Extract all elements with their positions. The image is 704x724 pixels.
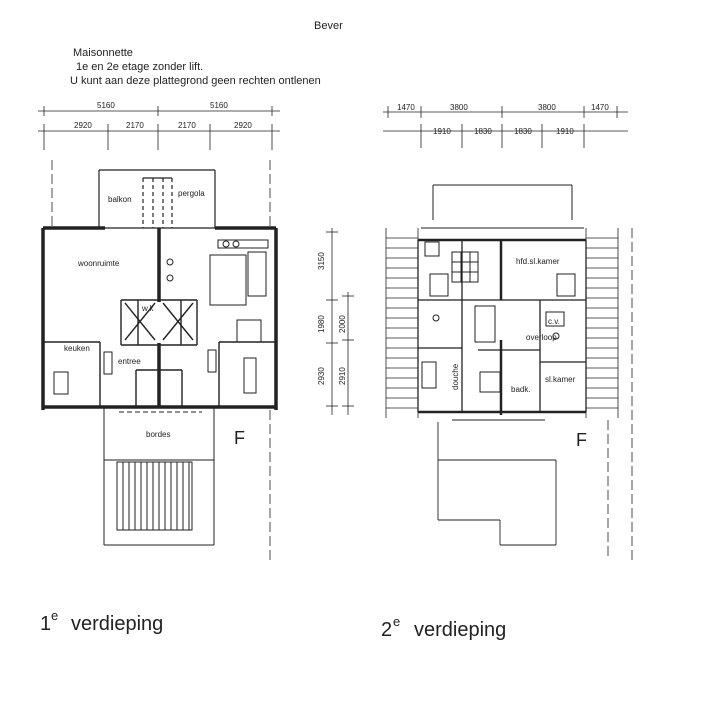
floor1-caption: 1 e verdieping <box>40 608 163 635</box>
room-label-hfd-sl-kamer: hfd.sl.kamer <box>516 257 560 266</box>
room-label-balkon: balkon <box>108 195 132 204</box>
floor2-dim-top-1: 1470 <box>397 103 415 112</box>
floor2-dim-top-2: 3800 <box>450 103 468 112</box>
floor2-dim-sub-2: 1830 <box>474 127 492 136</box>
disclaimer-line: U kunt aan deze plattegrond geen rechten… <box>70 75 321 87</box>
floor2-marker: F <box>576 430 587 450</box>
floor2-caption-superscript: e <box>393 614 400 629</box>
floor1-dim-sub-3: 2170 <box>178 121 196 130</box>
room-label-entree: entree <box>118 357 141 366</box>
floor1-stair <box>103 407 215 546</box>
room-label-cv: c.v. <box>548 317 560 326</box>
floor1-dim-top-2: 5160 <box>210 101 228 110</box>
room-label-woonruimte: woonruimte <box>77 259 120 268</box>
vdim-right-1: 2000 <box>338 315 347 333</box>
floor2-dim-sub-4: 1910 <box>556 127 574 136</box>
floor1-dim-sub-4: 2920 <box>234 121 252 130</box>
floor1-dimension-lines <box>38 106 280 150</box>
floor2-dim-top-4: 1470 <box>591 103 609 112</box>
room-label-badk: badk. <box>511 385 531 394</box>
floor2-caption-word: verdieping <box>414 619 506 641</box>
building-title: Bever <box>314 20 343 32</box>
floor2-dormer <box>421 184 584 229</box>
floor1-balcony <box>98 169 216 229</box>
room-label-sl-kamer: sl.kamer <box>545 375 576 384</box>
floor2-dim-sub-3: 1830 <box>514 127 532 136</box>
floor2-lower-outline <box>437 419 557 546</box>
floor2-walls <box>418 238 586 415</box>
type-line: Maisonnette <box>73 47 133 59</box>
floor2-fixtures <box>421 241 576 393</box>
room-label-overloop: overloop <box>526 333 557 342</box>
vertical-dimension-lines <box>326 228 354 415</box>
floor1-partitions <box>43 299 276 407</box>
floor2-partitions <box>417 240 587 412</box>
floor1-caption-superscript: e <box>51 608 58 623</box>
room-label-wk: w.k <box>141 304 155 313</box>
room-label-keuken: keuken <box>64 344 90 353</box>
floor2-grid-lines <box>607 228 633 560</box>
floor1-outer-walls <box>41 226 278 410</box>
vdim-right-2: 2910 <box>338 367 347 385</box>
floor1-grid-lines <box>51 160 271 560</box>
room-label-bordes: bordes <box>146 430 170 439</box>
floor2-dim-top-3: 3800 <box>538 103 556 112</box>
vdim-left-3: 2930 <box>317 367 326 385</box>
vdim-left-2: 1980 <box>317 315 326 333</box>
floor1-dim-sub-2: 2170 <box>126 121 144 130</box>
floor1-caption-number: 1 <box>40 613 51 635</box>
floor2-dim-sub-1: 1910 <box>433 127 451 136</box>
floor2-roof-hatch-right <box>585 228 619 418</box>
floor2-plan <box>383 106 633 560</box>
floor1-caption-word: verdieping <box>71 613 163 635</box>
floor2-roof-hatch-left <box>385 228 419 418</box>
floor1-furniture <box>53 239 269 395</box>
floor1-dim-top-1: 5160 <box>97 101 115 110</box>
floor1-plan <box>38 106 280 560</box>
room-label-pergola: pergola <box>178 189 205 198</box>
floor1-marker: F <box>234 428 245 448</box>
floor2-caption: 2 e verdieping <box>381 614 506 641</box>
floor2-dimension-lines <box>383 106 628 148</box>
floor1-dim-sub-1: 2920 <box>74 121 92 130</box>
floor2-caption-number: 2 <box>381 619 392 641</box>
vdim-left-1: 3150 <box>317 252 326 270</box>
room-label-douche: douche <box>451 363 460 390</box>
floor-info-line: 1e en 2e etage zonder lift. <box>76 61 204 73</box>
